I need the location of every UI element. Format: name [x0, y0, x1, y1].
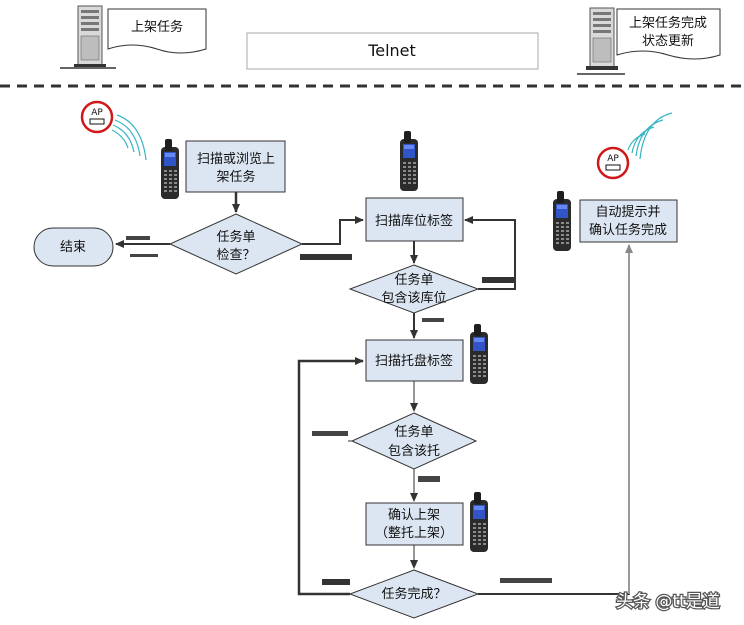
node-confirm-putaway-line2: （整托上架） [375, 526, 453, 541]
node-contains-pallet: 任务单 包含该托 [350, 412, 478, 470]
arrow-location-no-loop [464, 216, 516, 290]
arrow-done-no-loop [297, 357, 364, 596]
node-task-check-line1: 任务单 [216, 229, 255, 245]
node-scan-task-line1: 扫描或浏览上 [197, 151, 275, 167]
node-scan-pallet-label: 扫描托盘标签 [375, 353, 453, 369]
ap-left: AP [80, 100, 114, 134]
label-pallet-no-blurred [312, 431, 348, 436]
label-pallet-yes-blurred [418, 476, 440, 482]
node-task-done: 任务完成？ [348, 569, 480, 619]
label-has-task-blurred [300, 254, 352, 260]
ap-right: AP [596, 146, 630, 180]
node-scan-pallet: 扫描托盘标签 [365, 339, 464, 382]
server-right-note: 上架任务完成 状态更新 [616, 8, 721, 60]
ap-right-label: AP [607, 154, 619, 164]
scanner-device-4 [470, 492, 488, 552]
node-scan-location-label: 扫描库位标签 [375, 213, 453, 229]
server-left-caption [60, 67, 116, 69]
wifi-right-icon [627, 112, 673, 160]
label-location-yes-blurred [422, 318, 444, 322]
label-done-yes-blurred [500, 578, 552, 583]
node-task-check: 任务单 检查？ [168, 213, 304, 275]
node-confirm-putaway: 确认上架 （整托上架） [365, 502, 464, 546]
node-contains-pallet-line2: 包含该托 [388, 443, 440, 459]
telnet-box: Telnet [246, 32, 539, 70]
server-left-label: 上架任务 [131, 19, 183, 35]
line-done-yes [478, 245, 630, 595]
scanner-device-1 [161, 139, 179, 199]
label-no-task-blurred [126, 236, 158, 257]
ap-left-label: AP [91, 108, 103, 118]
node-end-label: 结束 [60, 240, 86, 255]
watermark: 头条 @tt是道 [616, 592, 720, 612]
node-confirm-putaway-line1: 确认上架 [388, 508, 440, 523]
server-right-label-line2: 状态更新 [642, 33, 694, 49]
node-auto-prompt-line2: 确认任务完成 [589, 222, 667, 238]
node-scan-task: 扫描或浏览上 架任务 [185, 140, 286, 193]
arrow-check-to-scan-location [302, 216, 364, 245]
telnet-label: Telnet [367, 41, 416, 60]
server-right [585, 7, 619, 71]
node-end: 结束 [33, 227, 114, 267]
node-scan-location: 扫描库位标签 [365, 197, 464, 242]
server-left [73, 5, 107, 69]
node-contains-location-line2: 包含该库位 [381, 290, 446, 306]
node-auto-prompt-line1: 自动提示并 [595, 204, 660, 220]
node-contains-pallet-line1: 任务单 [394, 424, 433, 440]
scanner-device-5 [553, 191, 571, 251]
scanner-device-2 [400, 131, 418, 191]
node-task-check-line2: 检查？ [216, 248, 255, 263]
server-right-label-line1: 上架任务完成 [629, 15, 707, 31]
server-left-note: 上架任务 [107, 8, 207, 54]
server-right-caption [577, 73, 625, 75]
node-contains-location-line1: 任务单 [394, 272, 433, 288]
scanner-device-3 [470, 324, 488, 384]
node-scan-task-line2: 架任务 [216, 169, 255, 185]
wifi-left-icon [111, 114, 147, 161]
node-contains-location: 任务单 包含该库位 [348, 264, 480, 314]
label-location-no-blurred [482, 277, 514, 283]
node-auto-prompt: 自动提示并 确认任务完成 [579, 199, 678, 243]
node-task-done-label: 任务完成？ [381, 586, 446, 602]
label-done-no-blurred [322, 579, 350, 585]
